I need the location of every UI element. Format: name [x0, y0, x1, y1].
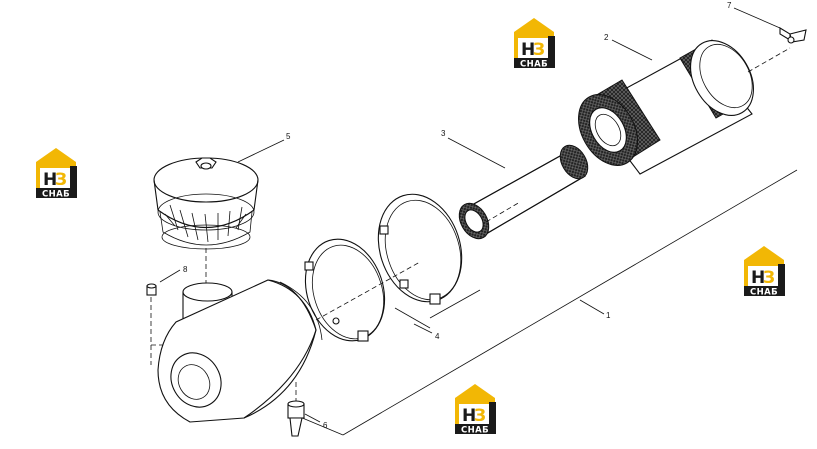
svg-text:Н: Н: [462, 406, 476, 426]
primary-filter-element-item-2: [578, 39, 754, 175]
wing-nut-item-7: [779, 27, 807, 44]
clamp-band-item-4-rear: [377, 193, 463, 305]
svg-text:СНАБ: СНАБ: [750, 288, 778, 298]
callout-2: 2: [604, 33, 609, 42]
callout-1: 1: [606, 311, 611, 320]
vacuator-valve-item-6: [287, 400, 305, 437]
callout-7: 7: [727, 1, 732, 10]
svg-text:З: З: [763, 268, 775, 288]
watermark-logo-right: Н З СНАБ: [744, 246, 785, 298]
svg-text:З: З: [474, 406, 486, 426]
svg-text:СНАБ: СНАБ: [42, 190, 70, 200]
inner-filter-element-item-3: [458, 144, 589, 240]
guide-line-item-1: [299, 169, 798, 436]
svg-text:СНАБ: СНАБ: [520, 60, 548, 70]
callout-5: 5: [286, 132, 291, 141]
air-cleaner-housing: [157, 261, 421, 423]
svg-text:Н: Н: [521, 40, 535, 60]
svg-text:З: З: [55, 170, 67, 190]
watermark-logo-top: Н З СНАБ: [514, 18, 555, 70]
svg-text:Н: Н: [43, 170, 57, 190]
callout-3: 3: [441, 129, 446, 138]
callout-8: 8: [183, 265, 188, 274]
clamp-band-item-4-front: [304, 238, 386, 342]
watermark-logo-bottom: Н З СНАБ: [455, 384, 496, 436]
watermark-logo-left: Н З СНАБ: [36, 148, 77, 200]
svg-text:З: З: [533, 40, 545, 60]
callout-6: 6: [323, 421, 328, 430]
plug-item-8: [146, 283, 157, 296]
svg-text:СНАБ: СНАБ: [461, 426, 489, 436]
precleaner-cap-item-5: [153, 157, 259, 250]
callout-4: 4: [435, 332, 440, 341]
svg-text:Н: Н: [751, 268, 765, 288]
